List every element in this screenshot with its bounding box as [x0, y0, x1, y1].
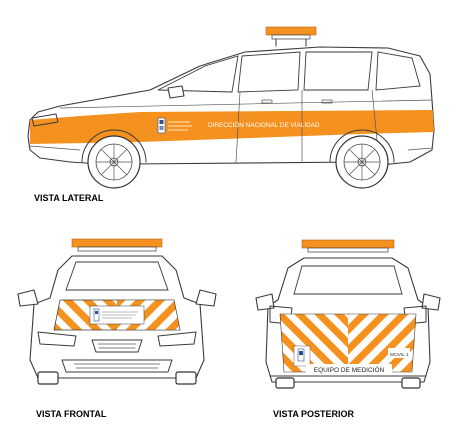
front-view [17, 238, 217, 385]
rear-equipment-text: EQUIPO DE MEDICIÓN [314, 365, 385, 374]
side-front-window [237, 51, 301, 93]
front-left-headlight [37, 331, 77, 347]
rear-window [293, 265, 403, 295]
label-front-view: VISTA FRONTAL [36, 409, 107, 419]
label-rear-view: VISTA POSTERIOR [273, 409, 355, 419]
side-stripe-text: DIRECCIÓN NACIONAL DE VIALIDAD [208, 120, 320, 129]
rear-left-mirror [255, 293, 275, 311]
side-rear-window [303, 51, 373, 91]
side-front-wheel [87, 135, 141, 189]
rear-chevron-panel [280, 314, 348, 372]
front-right-headlight [157, 331, 197, 347]
side-rear-wheel [335, 135, 389, 189]
side-headlight [31, 113, 59, 127]
rear-view: MOVIL 1 EQUIPO DE MEDICIÓN [255, 239, 441, 389]
rear-unit-text: MOVIL 1 [390, 352, 409, 358]
rear-right-mirror [421, 293, 441, 311]
rear-light-bar [301, 239, 395, 253]
side-quarter-window [375, 51, 421, 91]
front-windshield [65, 261, 169, 291]
side-windshield [157, 55, 239, 93]
front-left-mirror [17, 289, 39, 307]
front-light-bar [71, 238, 163, 252]
side-logo-emblem [157, 117, 192, 134]
side-light-bar [265, 26, 317, 47]
side-view: DIRECCIÓN NACIONAL DE VIALIDAD [27, 26, 435, 189]
label-side-view: VISTA LATERAL [34, 193, 104, 203]
front-grille [91, 339, 143, 353]
side-mirror [167, 85, 185, 99]
rear-unit-patch [388, 348, 410, 358]
side-orange-stripe [30, 110, 434, 144]
front-right-mirror [195, 289, 217, 307]
